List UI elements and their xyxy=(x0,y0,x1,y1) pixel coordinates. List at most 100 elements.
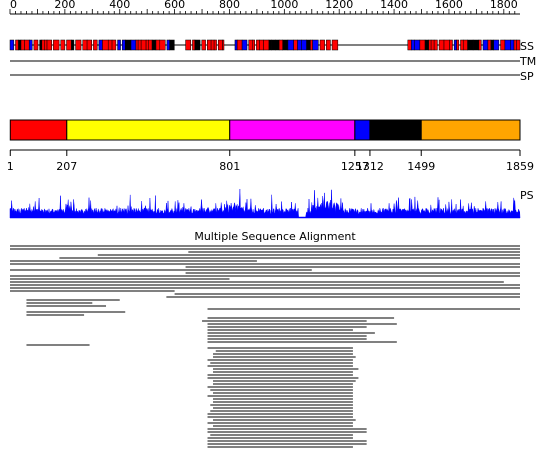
ss-element xyxy=(207,39,212,51)
ss-element xyxy=(419,39,426,51)
ss-element xyxy=(166,39,170,51)
ss-element xyxy=(430,39,435,51)
ss-element xyxy=(411,39,415,51)
domain-segment xyxy=(369,119,422,141)
ss-element xyxy=(504,39,511,51)
ss-element xyxy=(82,39,88,51)
ss-element xyxy=(222,39,225,51)
ss-element xyxy=(453,39,457,51)
domain-segment xyxy=(9,119,68,141)
ruler-tick-label: 1000 xyxy=(270,0,298,11)
ss-element xyxy=(102,39,109,51)
ss-element xyxy=(463,39,468,51)
ss-element xyxy=(467,39,474,51)
boundary-label: 207 xyxy=(56,160,77,173)
ss-element xyxy=(155,39,161,51)
ss-element xyxy=(319,39,325,51)
ruler-tick-label: 1400 xyxy=(380,0,408,11)
ss-element xyxy=(201,39,206,51)
ruler-tick-label: 1800 xyxy=(490,0,518,11)
msa-title: Multiple Sequence Alignment xyxy=(194,230,356,243)
ss-element xyxy=(312,39,319,51)
ss-element xyxy=(41,39,45,51)
ss-element xyxy=(15,39,19,51)
ss-element xyxy=(140,39,147,51)
ps-profile-track xyxy=(9,188,521,219)
boundary-label: 1257 xyxy=(341,160,369,173)
ss-element xyxy=(259,39,264,51)
ss-element xyxy=(443,39,450,51)
ss-element xyxy=(124,39,132,51)
ss-element xyxy=(278,39,283,51)
ps-profile-area xyxy=(9,188,521,219)
ss-element xyxy=(331,39,339,51)
msa-alignments xyxy=(10,245,520,448)
boundary-label: 1 xyxy=(7,160,14,173)
domain-segment xyxy=(354,119,371,141)
ss-element xyxy=(213,39,217,51)
ss-element xyxy=(326,39,331,51)
ruler-tick-label: 200 xyxy=(54,0,75,11)
ss-element xyxy=(121,39,126,51)
ss-element xyxy=(39,39,43,51)
boundary-label: 1312 xyxy=(356,160,384,173)
ss-element xyxy=(75,39,82,51)
ss-element xyxy=(460,39,465,51)
ss-element xyxy=(148,39,153,51)
ss-element xyxy=(107,39,113,51)
ss-element xyxy=(185,39,192,51)
ss-element xyxy=(53,39,60,51)
ss-element xyxy=(145,39,149,51)
ss-element xyxy=(93,39,98,51)
ruler-tick-label: 1200 xyxy=(325,0,353,11)
ss-element xyxy=(248,39,253,51)
ss-element xyxy=(71,39,75,51)
ruler-tick-label: 800 xyxy=(219,0,240,11)
ss-element xyxy=(263,39,270,51)
ss-element xyxy=(301,39,307,51)
ss-element xyxy=(268,39,272,51)
boundary-label: 1499 xyxy=(407,160,435,173)
secondary-structure-track xyxy=(9,39,521,51)
ss-element xyxy=(433,39,438,51)
ss-element xyxy=(60,39,66,51)
ss-element xyxy=(98,39,103,51)
ruler-tick-label: 0 xyxy=(10,0,17,11)
ss-element xyxy=(194,39,201,51)
ps-track-label: PS xyxy=(520,189,534,202)
ss-element xyxy=(111,39,117,51)
ss-element xyxy=(287,39,294,51)
ss-element xyxy=(24,39,30,51)
ss-element xyxy=(516,39,521,51)
ss-element xyxy=(135,39,139,51)
ss-element xyxy=(449,39,453,51)
ss-element xyxy=(428,39,432,51)
ss-element xyxy=(282,39,289,51)
ss-element xyxy=(513,39,517,51)
ss-element xyxy=(210,39,215,51)
domain-segment xyxy=(66,119,231,141)
boundary-label: 1859 xyxy=(506,160,534,173)
ss-element xyxy=(478,39,482,51)
ss-element xyxy=(151,39,157,51)
ss-element xyxy=(28,39,33,51)
ss-element xyxy=(256,39,260,51)
ss-element xyxy=(159,39,166,51)
ss-element xyxy=(493,39,500,51)
ss-element xyxy=(297,39,302,51)
ss-element xyxy=(438,39,445,51)
ss-element xyxy=(241,39,248,51)
ss-element xyxy=(490,39,494,51)
ss-element xyxy=(414,39,421,51)
ss-element xyxy=(271,39,276,51)
ss-element xyxy=(86,39,93,51)
sp-track-label: SP xyxy=(520,70,534,83)
ss-element xyxy=(44,39,48,51)
ss-element xyxy=(137,39,142,51)
domain-segment xyxy=(229,119,356,141)
ss-element xyxy=(487,39,492,51)
ss-element xyxy=(117,39,121,51)
ss-element xyxy=(234,39,238,51)
